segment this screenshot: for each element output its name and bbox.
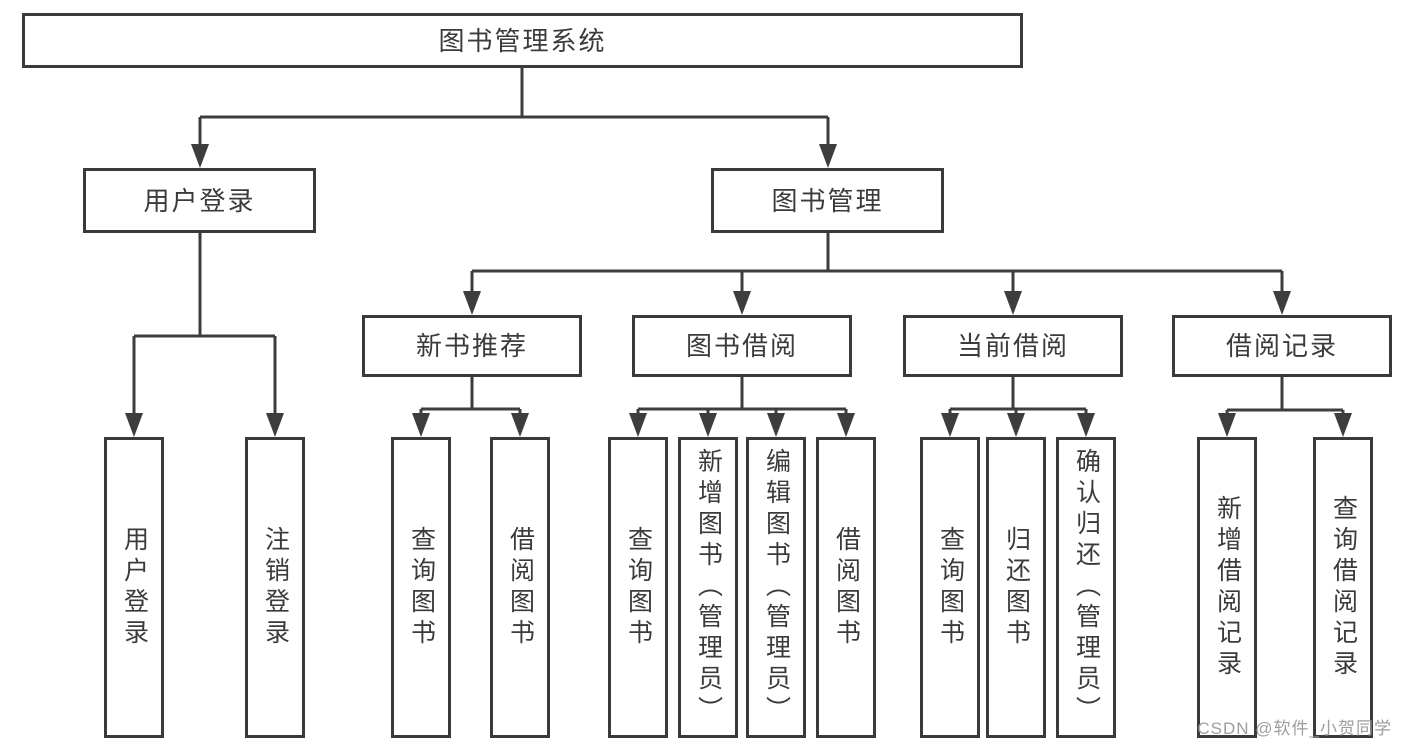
leaf-add-books-admin: 新增图书（管理员）: [678, 437, 738, 738]
leaf-edit-books-admin: 编辑图书（管理员）: [746, 437, 806, 738]
node-new-book-recommend-label: 新书推荐: [415, 331, 528, 361]
leaf-edit-books-admin-label: 编辑图书（管理员）: [762, 448, 791, 727]
leaf-recommend-borrow-books-label: 借阅图书: [506, 525, 535, 650]
leaf-add-borrow-record: 新增借阅记录: [1197, 437, 1257, 738]
leaf-current-query-books-label: 查询图书: [936, 525, 965, 650]
leaf-recommend-borrow-books: 借阅图书: [490, 437, 550, 738]
leaf-confirm-return-admin: 确认归还（管理员）: [1056, 437, 1116, 738]
leaf-query-borrow-record-label: 查询借阅记录: [1329, 494, 1358, 681]
node-book-management-label: 图书管理: [771, 185, 884, 216]
leaf-borrow-query-books-label: 查询图书: [624, 525, 653, 650]
csdn-watermark: CSDN @软件_小贺同学: [1197, 719, 1392, 738]
node-root: 图书管理系统: [22, 13, 1023, 68]
node-borrow-records: 借阅记录: [1172, 315, 1392, 377]
node-current-borrow-label: 当前借阅: [956, 331, 1069, 361]
leaf-query-borrow-record: 查询借阅记录: [1313, 437, 1373, 738]
leaf-add-books-admin-label: 新增图书（管理员）: [694, 448, 723, 727]
leaf-confirm-return-admin-label: 确认归还（管理员）: [1072, 448, 1101, 727]
leaf-return-books-label: 归还图书: [1002, 525, 1031, 650]
node-root-label: 图书管理系统: [438, 25, 607, 56]
leaf-user-login-label: 用户登录: [120, 525, 149, 650]
node-book-borrow-label: 图书借阅: [685, 331, 798, 361]
leaf-current-query-books: 查询图书: [920, 437, 980, 738]
leaf-borrow-books: 借阅图书: [816, 437, 876, 738]
node-user-login-label: 用户登录: [143, 185, 256, 216]
leaf-return-books: 归还图书: [986, 437, 1046, 738]
leaf-recommend-query-books: 查询图书: [391, 437, 451, 738]
node-current-borrow: 当前借阅: [903, 315, 1123, 377]
leaf-recommend-query-books-label: 查询图书: [407, 525, 436, 650]
leaf-logout-label: 注销登录: [261, 525, 290, 650]
node-new-book-recommend: 新书推荐: [362, 315, 582, 377]
leaf-borrow-query-books: 查询图书: [608, 437, 668, 738]
leaf-borrow-books-label: 借阅图书: [832, 525, 861, 650]
node-borrow-records-label: 借阅记录: [1225, 331, 1338, 361]
node-book-borrow: 图书借阅: [632, 315, 852, 377]
node-book-management: 图书管理: [711, 168, 944, 233]
leaf-logout: 注销登录: [245, 437, 305, 738]
leaf-add-borrow-record-label: 新增借阅记录: [1213, 494, 1242, 681]
node-user-login: 用户登录: [83, 168, 316, 233]
leaf-user-login: 用户登录: [104, 437, 164, 738]
